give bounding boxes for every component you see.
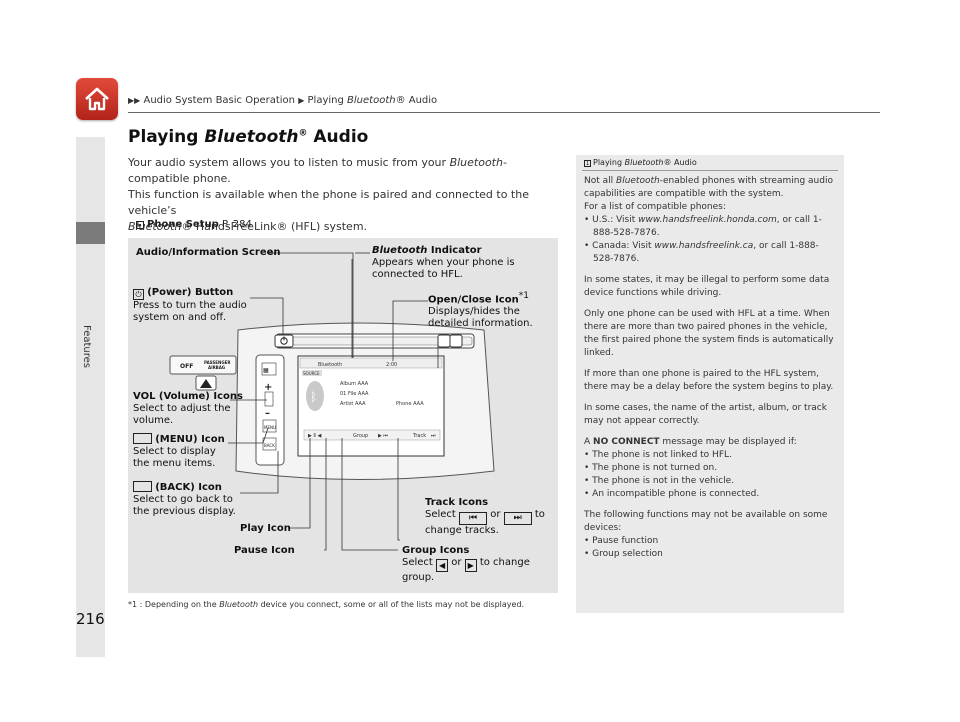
- svg-text:01 File AAA: 01 File AAA: [340, 391, 369, 397]
- page-title: Playing Bluetooth® Audio: [128, 127, 369, 147]
- svg-text:▶ ⏮: ▶ ⏮: [378, 433, 388, 439]
- footnote: *1 : Depending on the Bluetooth device y…: [128, 600, 525, 609]
- svg-text:Phone AAA: Phone AAA: [396, 401, 424, 407]
- label-pause-icon: Pause Icon: [234, 545, 295, 556]
- svg-text:AIRBAG: AIRBAG: [208, 365, 225, 370]
- side-tab-bar: [76, 137, 105, 657]
- side-section-label: Features: [81, 325, 92, 368]
- intro-text: Your audio system allows you to listen t…: [128, 156, 529, 233]
- breadcrumb-current: Playing Bluetooth® Audio: [307, 95, 438, 106]
- volume-icons[interactable]: + –: [264, 382, 274, 419]
- header-divider: [128, 112, 880, 113]
- menu-icon[interactable]: MENU: [262, 419, 277, 433]
- note-divider: [582, 170, 838, 171]
- side-tab-marker: [76, 222, 105, 244]
- skip-forward-icon: ⏭: [503, 512, 532, 525]
- passenger-airbag-indicator: OFF PASSENGER AIRBAG: [169, 355, 237, 375]
- power-icon: ⏻: [133, 289, 144, 300]
- label-audio-screen: Audio/Information Screen: [136, 247, 281, 258]
- svg-text:OFF: OFF: [180, 363, 193, 370]
- svg-text:▶ Ⅱ ◀: ▶ Ⅱ ◀: [308, 433, 321, 439]
- breadcrumb-link-audio-basic[interactable]: Audio System Basic Operation: [143, 95, 296, 106]
- home-button[interactable]: [76, 78, 118, 120]
- svg-text:Album AAA: Album AAA: [340, 381, 369, 387]
- home-icon: [85, 87, 109, 111]
- breadcrumb: ▶▶ Audio System Basic Operation ▶ Playin…: [128, 95, 437, 106]
- svg-text:+: +: [264, 382, 272, 393]
- svg-text:Group: Group: [353, 433, 368, 439]
- back-small-icon: [133, 481, 152, 492]
- note-body: Not all Bluetooth-enabled phones with st…: [584, 176, 834, 559]
- right-buttons: [437, 334, 463, 348]
- svg-text:–: –: [265, 408, 270, 419]
- svg-text:⏭: ⏭: [431, 433, 436, 439]
- svg-text:BACK: BACK: [264, 443, 275, 448]
- power-button[interactable]: [274, 334, 294, 348]
- breadcrumb-arrow-icon: ▶: [298, 96, 305, 105]
- svg-text:Bluetooth: Bluetooth: [318, 362, 342, 368]
- page-number: 216: [76, 610, 105, 628]
- reference-arrow-icon: ▸: [136, 221, 144, 229]
- svg-text:Artist AAA: Artist AAA: [340, 401, 366, 407]
- handsfreelink-ca-url[interactable]: www.handsfreelink.ca: [654, 241, 754, 251]
- svg-text:PASSENGER: PASSENGER: [204, 360, 230, 365]
- svg-text:ᛒ: ᛒ: [310, 390, 317, 404]
- group-next-icon: ▶: [464, 559, 477, 572]
- hazard-button[interactable]: [195, 375, 217, 391]
- left-icon-column: ▦: [255, 354, 285, 466]
- back-icon[interactable]: BACK: [262, 437, 277, 451]
- callout-lines: [228, 252, 439, 551]
- group-prev-icon: ◀: [436, 559, 449, 572]
- svg-text:▦: ▦: [263, 367, 269, 374]
- handsfreelink-us-url[interactable]: www.handsfreelink.honda.com: [638, 215, 777, 225]
- label-play-icon: Play Icon: [240, 523, 291, 534]
- audio-figure: OFF PASSENGER AIRBAG ▦ + – MENU BACK: [128, 238, 558, 593]
- note-marker-icon: 1: [584, 160, 591, 167]
- breadcrumb-arrow-icon: ▶▶: [128, 96, 141, 105]
- svg-text:2:00: 2:00: [386, 362, 397, 368]
- menu-small-icon: [133, 433, 152, 444]
- svg-text:SOURCE: SOURCE: [303, 371, 320, 376]
- audio-information-screen: Bluetooth 2:00 SOURCE ᛒ Album AAA 01 Fil…: [297, 355, 445, 457]
- svg-text:Track: Track: [412, 433, 426, 439]
- skip-back-icon: ⏮: [459, 512, 488, 525]
- svg-text:MENU: MENU: [264, 425, 276, 430]
- phone-setup-reference[interactable]: ▸Phone Setup P. 284: [136, 219, 252, 230]
